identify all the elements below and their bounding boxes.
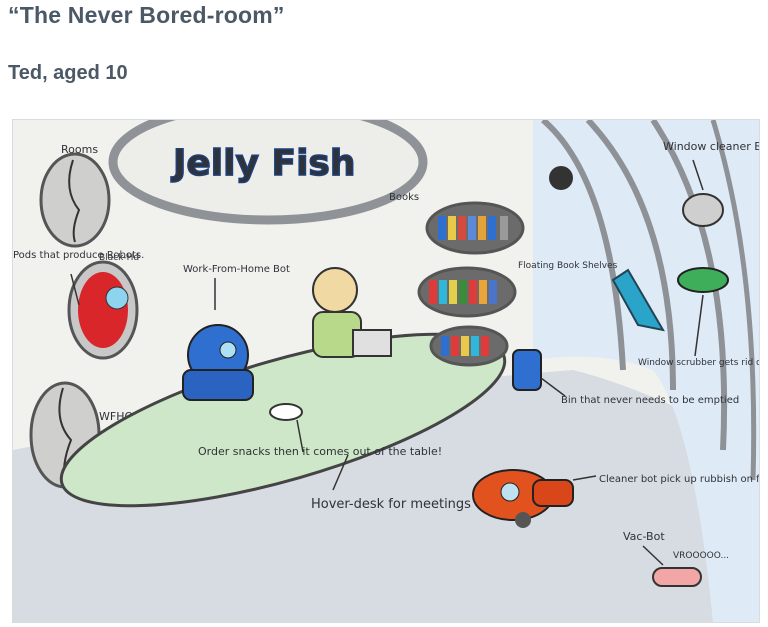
- snack-plate: [269, 403, 303, 421]
- window-scrubber: [677, 267, 729, 293]
- label-vrooo: VROOOOO...: [673, 551, 729, 561]
- label-wfh-bot: Work-From-Home Bot: [183, 264, 290, 275]
- artist-byline: Ted, aged 10: [8, 62, 128, 84]
- window-glass: [533, 120, 759, 622]
- window-cleaner-bot: [682, 193, 724, 227]
- page-title: “The Never Bored-room”: [8, 2, 285, 28]
- label-cleaner-bot: Cleaner bot pick up rubbish on floor: [599, 474, 759, 485]
- pod-top: [39, 152, 111, 248]
- bin: [512, 349, 542, 391]
- label-books: Books: [389, 192, 419, 203]
- label-bin: Bin that never needs to be emptied: [561, 395, 739, 406]
- vac-bot: [652, 567, 702, 587]
- arrows: [70, 159, 704, 566]
- logo-frame: [108, 120, 428, 225]
- label-window-cleaner: Window cleaner Bot: [663, 140, 759, 153]
- label-pod-tag: Black-Hd: [99, 253, 139, 263]
- logo-text: Jelly Fish: [170, 143, 355, 184]
- label-floating-shelves: Floating Book Shelves: [518, 261, 618, 271]
- label-order-snacks: Order snacks then it comes out of the ta…: [198, 445, 442, 458]
- label-hover-desk: Hover-desk for meetings: [311, 497, 471, 512]
- label-window-scrubber: Window scrubber gets rid of bird poo.: [638, 358, 759, 368]
- person: [312, 267, 358, 313]
- label-pods: Pods that produce Robots.: [13, 250, 144, 261]
- drawing-canvas: Jelly Fish Rooms Black-Hd WFHO Pods that…: [13, 120, 759, 622]
- child-drawing: Jelly Fish Rooms Black-Hd WFHO Pods that…: [12, 119, 760, 623]
- porthole: [549, 166, 573, 190]
- laptop: [352, 329, 392, 357]
- label-rooms: Rooms: [61, 143, 98, 156]
- label-vac-bot: Vac-Bot: [623, 530, 665, 543]
- books: [429, 216, 508, 356]
